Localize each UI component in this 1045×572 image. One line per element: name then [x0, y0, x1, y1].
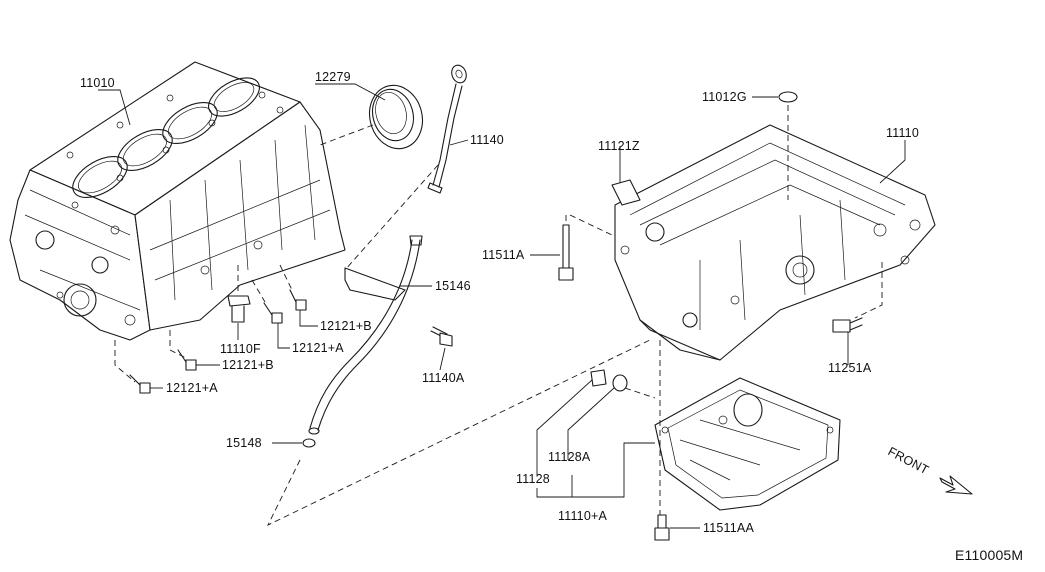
leader-lines	[98, 83, 906, 529]
drain-plug	[590, 369, 607, 387]
oil-jets	[129, 289, 307, 394]
label-11511aa: 11511AA	[703, 521, 754, 535]
front-label: FRONT	[886, 444, 932, 477]
label-11110f: 11110F	[220, 342, 261, 356]
baffle-plate	[611, 179, 641, 206]
bolt-11251a	[832, 317, 863, 333]
label-11128a: 11128A	[548, 450, 591, 464]
cylinder-block	[9, 61, 346, 341]
label-12121a-lower: 12121+A	[166, 381, 218, 395]
label-15148: 15148	[226, 436, 262, 450]
bolt-11511a	[558, 224, 574, 281]
label-15146: 15146	[435, 279, 471, 293]
drain-plug-washer	[612, 374, 628, 392]
rear-oil-seal	[369, 84, 423, 150]
label-11140a: 11140A	[422, 371, 465, 385]
label-12121a-upper: 12121+A	[292, 341, 344, 355]
label-11140: 11140	[470, 133, 504, 147]
drain-plug-11110f	[227, 295, 251, 323]
o-ring	[302, 438, 316, 448]
label-11251a: 11251A	[828, 361, 872, 375]
label-11012g: 11012G	[702, 90, 747, 104]
label-12279: 12279	[315, 70, 351, 84]
label-11110a: 11110+A	[558, 509, 607, 523]
label-11110: 11110	[886, 126, 919, 140]
oil-level-gauge	[427, 64, 467, 194]
bolt-11140a	[430, 326, 453, 347]
label-11121z: 11121Z	[598, 139, 640, 153]
front-arrow-icon	[939, 475, 973, 495]
upper-oil-pan	[614, 124, 936, 361]
relation-lines	[114, 105, 883, 526]
diagram-code: E110005M	[955, 547, 1023, 563]
oil-gauge-guide-tube	[308, 235, 423, 435]
bolt-11511aa	[654, 514, 670, 541]
label-11010: 11010	[80, 76, 115, 90]
label-12121b-upper: 12121+B	[320, 319, 372, 333]
lower-oil-pan	[654, 377, 841, 511]
label-12121b-lower: 12121+B	[222, 358, 274, 372]
label-11128: 11128	[516, 472, 550, 486]
washer	[778, 91, 798, 103]
front-indicator: FRONT	[886, 444, 973, 495]
label-11511a: 11511A	[482, 248, 525, 262]
